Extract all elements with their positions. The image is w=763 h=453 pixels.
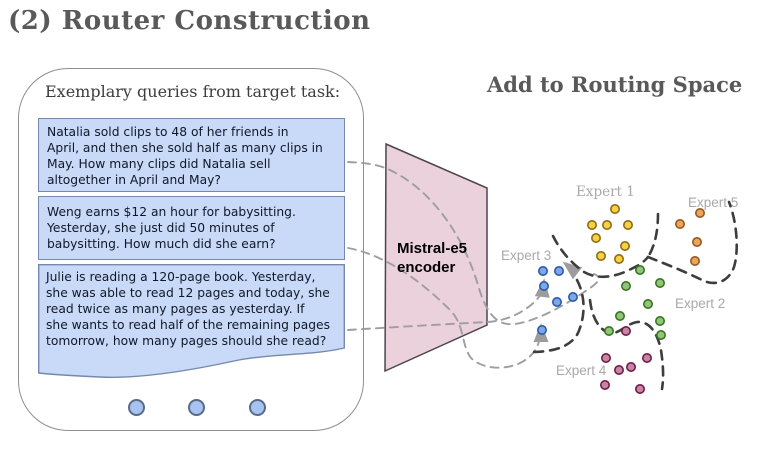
embedding-dot-expert-2 [620,280,631,291]
boundary-expert2-expert4 [588,298,665,391]
connector-query-1 [347,161,600,326]
boundary-expert1-expert5 [646,212,660,259]
embedding-dot-expert-1 [609,204,620,215]
boundary-expert5-expert2 [646,200,739,285]
expert-5-label: Expert 5 [688,195,739,210]
encoder-label-line1: Mistral-e5 [397,240,468,257]
embedding-dot-expert-2 [634,264,645,275]
embedding-dot-expert-4 [599,379,610,390]
embedding-dot-expert-4 [620,325,631,336]
embedding-dot-expert-4 [634,383,645,394]
embedding-dot-expert-2 [614,310,625,321]
expert-3-label: Expert 3 [501,248,552,263]
encoder-label: Mistral-e5 encoder [397,239,467,277]
query-box-2: Weng earns $12 an hour for babysitting. … [38,196,345,260]
embedding-dots-layer [536,204,705,394]
device-button-1[interactable] [128,399,145,416]
encoder-label-line2: encoder [397,259,456,276]
boundary-expert1-expert3 [551,234,650,279]
routing-space-title: Add to Routing Space [487,72,743,97]
query-box-1: Natalia sold clips to 48 of her friends … [38,118,345,192]
embedding-dot-expert-1 [613,254,624,265]
encoder-trapezoid [384,142,488,373]
expert-1-label: Expert 1 [576,184,635,200]
embedding-dot-expert-3 [536,324,547,335]
embedding-dot-expert-2 [654,315,665,326]
query-box-3 [38,264,345,378]
query-text-1: Natalia sold clips to 48 of her friends … [47,125,323,187]
embedding-dot-expert-1 [622,220,633,231]
embedding-dot-expert-5 [694,208,705,219]
embedding-dot-expert-4 [613,364,624,375]
device-button-3[interactable] [249,399,266,416]
exemplary-queries-header: Exemplary queries from target task: [45,82,341,101]
device-button-2[interactable] [188,399,205,416]
embedding-dot-expert-1 [590,233,601,244]
embedding-dot-expert-1 [601,220,612,231]
boundary-expert3-expert4 [529,278,585,354]
expert-4-label: Expert 4 [556,363,607,378]
expert-2-label: Expert 2 [675,296,726,311]
embedding-dot-expert-2 [642,298,653,309]
embedding-dot-expert-2 [654,277,665,288]
embedding-dot-expert-2 [655,329,666,340]
expert-boundaries [529,200,739,391]
embedding-dot-expert-2 [603,325,614,336]
embedding-dot-expert-3 [553,265,564,276]
query-text-3: Julie is reading a 120-page book. Yester… [46,270,331,348]
page-title: (2) Router Construction [8,6,371,36]
embedding-dot-expert-3 [567,291,578,302]
embedding-dot-expert-1 [586,220,597,231]
embedding-dot-expert-3 [538,280,549,291]
embedding-dot-expert-3 [551,296,562,307]
embedding-dot-expert-4 [600,352,611,363]
embedding-dot-expert-4 [625,361,636,372]
embedding-dot-expert-1 [595,251,606,262]
embedding-dot-expert-4 [641,352,652,363]
embedding-dot-expert-3 [537,265,548,276]
connector-query-2 [347,247,540,369]
embedding-dot-expert-5 [691,237,702,248]
query-text-2: Weng earns $12 an hour for babysitting. … [47,205,296,251]
embedding-connectors [347,161,600,369]
embedding-dot-expert-1 [619,241,630,252]
embedding-dot-expert-5 [674,219,685,230]
query-box-3-wavy-shape [38,264,345,378]
embedding-dot-expert-5 [689,255,700,266]
connector-query-3 [347,293,542,331]
